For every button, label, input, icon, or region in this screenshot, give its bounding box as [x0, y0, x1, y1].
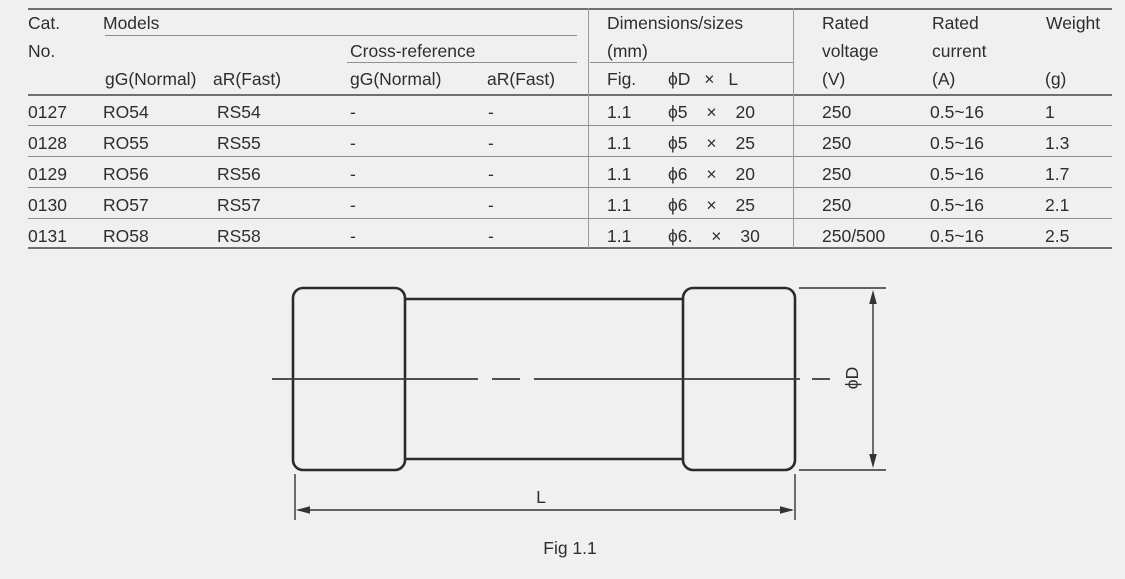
length-arrow-right — [780, 506, 794, 514]
cell-weight: 2.1 — [1045, 195, 1070, 215]
cell-current: 0.5~16 — [930, 102, 985, 122]
cell-weight: 1 — [1045, 102, 1055, 122]
cell-dxl: ϕ5 × 25 — [668, 133, 755, 153]
cell-dxl: ϕ6 × 25 — [668, 195, 755, 215]
header-models-gg: gG(Normal) — [105, 69, 197, 89]
header-cat: Cat. — [28, 13, 61, 33]
header-fig: Fig. — [607, 69, 637, 89]
header-bottom-border — [28, 94, 1112, 96]
cell-model-ar: RS55 — [217, 133, 261, 153]
length-dimension — [294, 474, 796, 520]
cell-dxl: ϕ6. × 30 — [668, 226, 760, 246]
fuse-diagram: ϕD L Fig 1.1 — [272, 286, 886, 558]
cell-current: 0.5~16 — [930, 164, 985, 184]
header-cat-no: No. — [28, 41, 56, 61]
cell-model-gg: RO56 — [103, 164, 149, 184]
mm-underline — [590, 62, 793, 63]
row-separator-2 — [28, 156, 1112, 157]
cell-weight: 2.5 — [1045, 226, 1070, 246]
cell-xref-ar: - — [488, 133, 494, 153]
cell-xref-ar: - — [488, 226, 494, 246]
cell-xref-ar: - — [488, 102, 494, 122]
cell-fig: 1.1 — [607, 226, 632, 246]
row-separator-4 — [28, 218, 1112, 219]
cell-current: 0.5~16 — [930, 226, 985, 246]
cell-xref-gg: - — [350, 195, 356, 215]
header-cross-reference: Cross-reference — [350, 41, 476, 61]
cell-fig: 1.1 — [607, 102, 632, 122]
cell-cat: 0127 — [28, 102, 67, 122]
cell-fig: 1.1 — [607, 133, 632, 153]
header-dimensions: Dimensions/sizes — [607, 13, 744, 33]
row-separator-3 — [28, 187, 1112, 188]
diameter-dimension — [799, 287, 886, 471]
cell-weight: 1.3 — [1045, 133, 1070, 153]
length-label: L — [536, 487, 546, 507]
header-current-3: (A) — [932, 69, 956, 89]
cell-model-ar: RS57 — [217, 195, 261, 215]
cell-voltage: 250 — [822, 195, 852, 215]
length-arrow-left — [296, 506, 310, 514]
header-models-ar: aR(Fast) — [213, 69, 282, 89]
cell-current: 0.5~16 — [930, 195, 985, 215]
cell-model-gg: RO58 — [103, 226, 149, 246]
cell-xref-ar: - — [488, 164, 494, 184]
figure-caption: Fig 1.1 — [543, 538, 597, 558]
header-models: Models — [103, 13, 160, 33]
table-top-border — [28, 8, 1112, 10]
cell-fig: 1.1 — [607, 195, 632, 215]
cell-model-ar: RS58 — [217, 226, 261, 246]
cell-dxl: ϕ5 × 20 — [668, 102, 755, 122]
cell-xref-gg: - — [350, 133, 356, 153]
cell-dxl: ϕ6 × 20 — [668, 164, 755, 184]
header-voltage-1: Rated — [822, 13, 869, 33]
header-voltage-2: voltage — [822, 41, 879, 61]
header-dimensions-mm: (mm) — [607, 41, 648, 61]
cell-cat: 0129 — [28, 164, 67, 184]
cell-xref-gg: - — [350, 226, 356, 246]
cell-model-gg: RO57 — [103, 195, 149, 215]
cell-xref-gg: - — [350, 164, 356, 184]
diameter-label: ϕD — [842, 367, 862, 389]
cell-xref-gg: - — [350, 102, 356, 122]
cell-cat: 0130 — [28, 195, 67, 215]
cell-model-ar: RS56 — [217, 164, 261, 184]
cell-model-gg: RO55 — [103, 133, 149, 153]
cell-weight: 1.7 — [1045, 164, 1070, 184]
cell-cat: 0128 — [28, 133, 67, 153]
cross-reference-underline — [347, 62, 577, 63]
diameter-arrow-down — [869, 454, 877, 468]
cell-model-ar: RS54 — [217, 102, 261, 122]
models-group-underline — [105, 35, 577, 36]
cell-voltage: 250 — [822, 164, 852, 184]
cell-cat: 0131 — [28, 226, 67, 246]
cell-voltage: 250 — [822, 133, 852, 153]
cell-fig: 1.1 — [607, 164, 632, 184]
header-current-2: current — [932, 41, 987, 61]
table-bottom-border — [28, 247, 1112, 249]
cell-model-gg: RO54 — [103, 102, 149, 122]
header-current-1: Rated — [932, 13, 979, 33]
header-dxl: ϕD × L — [668, 69, 739, 89]
header-weight-1: Weight — [1046, 13, 1101, 33]
cell-voltage: 250 — [822, 102, 852, 122]
table-vertical-divider-right — [793, 8, 794, 248]
cell-xref-ar: - — [488, 195, 494, 215]
header-xref-gg: gG(Normal) — [350, 69, 442, 89]
diameter-arrow-up — [869, 290, 877, 304]
header-xref-ar: aR(Fast) — [487, 69, 556, 89]
cell-voltage: 250/500 — [822, 226, 886, 246]
table-vertical-divider-left — [588, 8, 589, 248]
row-separator-1 — [28, 125, 1112, 126]
header-weight-3: (g) — [1045, 69, 1067, 89]
cell-current: 0.5~16 — [930, 133, 985, 153]
header-voltage-3: (V) — [822, 69, 846, 89]
